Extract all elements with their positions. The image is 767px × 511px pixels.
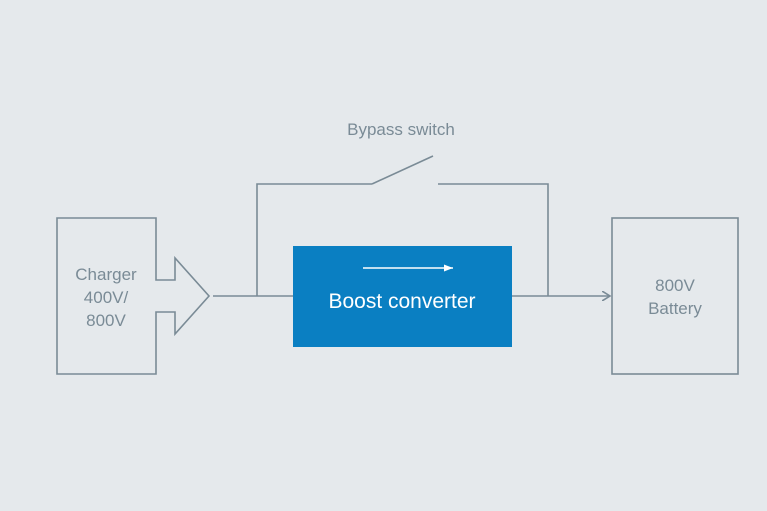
charger-label-line3: 800V bbox=[86, 311, 126, 330]
bypass-wire-left bbox=[256, 183, 372, 296]
charger-outline bbox=[56, 217, 211, 375]
boost-converter-block: Boost converter bbox=[293, 246, 512, 347]
charger-block: Charger 400V/ 800V bbox=[56, 217, 211, 375]
charger-label-line1: Charger bbox=[75, 265, 137, 284]
battery-label-line1: 800V bbox=[655, 276, 695, 295]
charger-label-line2: 400V/ bbox=[84, 288, 129, 307]
boost-converter-label: Boost converter bbox=[328, 290, 475, 313]
bypass-path: Bypass switch bbox=[256, 120, 549, 296]
bypass-switch-label: Bypass switch bbox=[347, 120, 455, 139]
boost-converter-box bbox=[293, 246, 512, 347]
battery-box bbox=[611, 217, 739, 375]
battery-label-line2: Battery bbox=[648, 299, 702, 318]
bypass-wire-right bbox=[438, 183, 549, 296]
battery-block: 800V Battery bbox=[611, 217, 739, 375]
bypass-switch-blade bbox=[371, 155, 434, 185]
